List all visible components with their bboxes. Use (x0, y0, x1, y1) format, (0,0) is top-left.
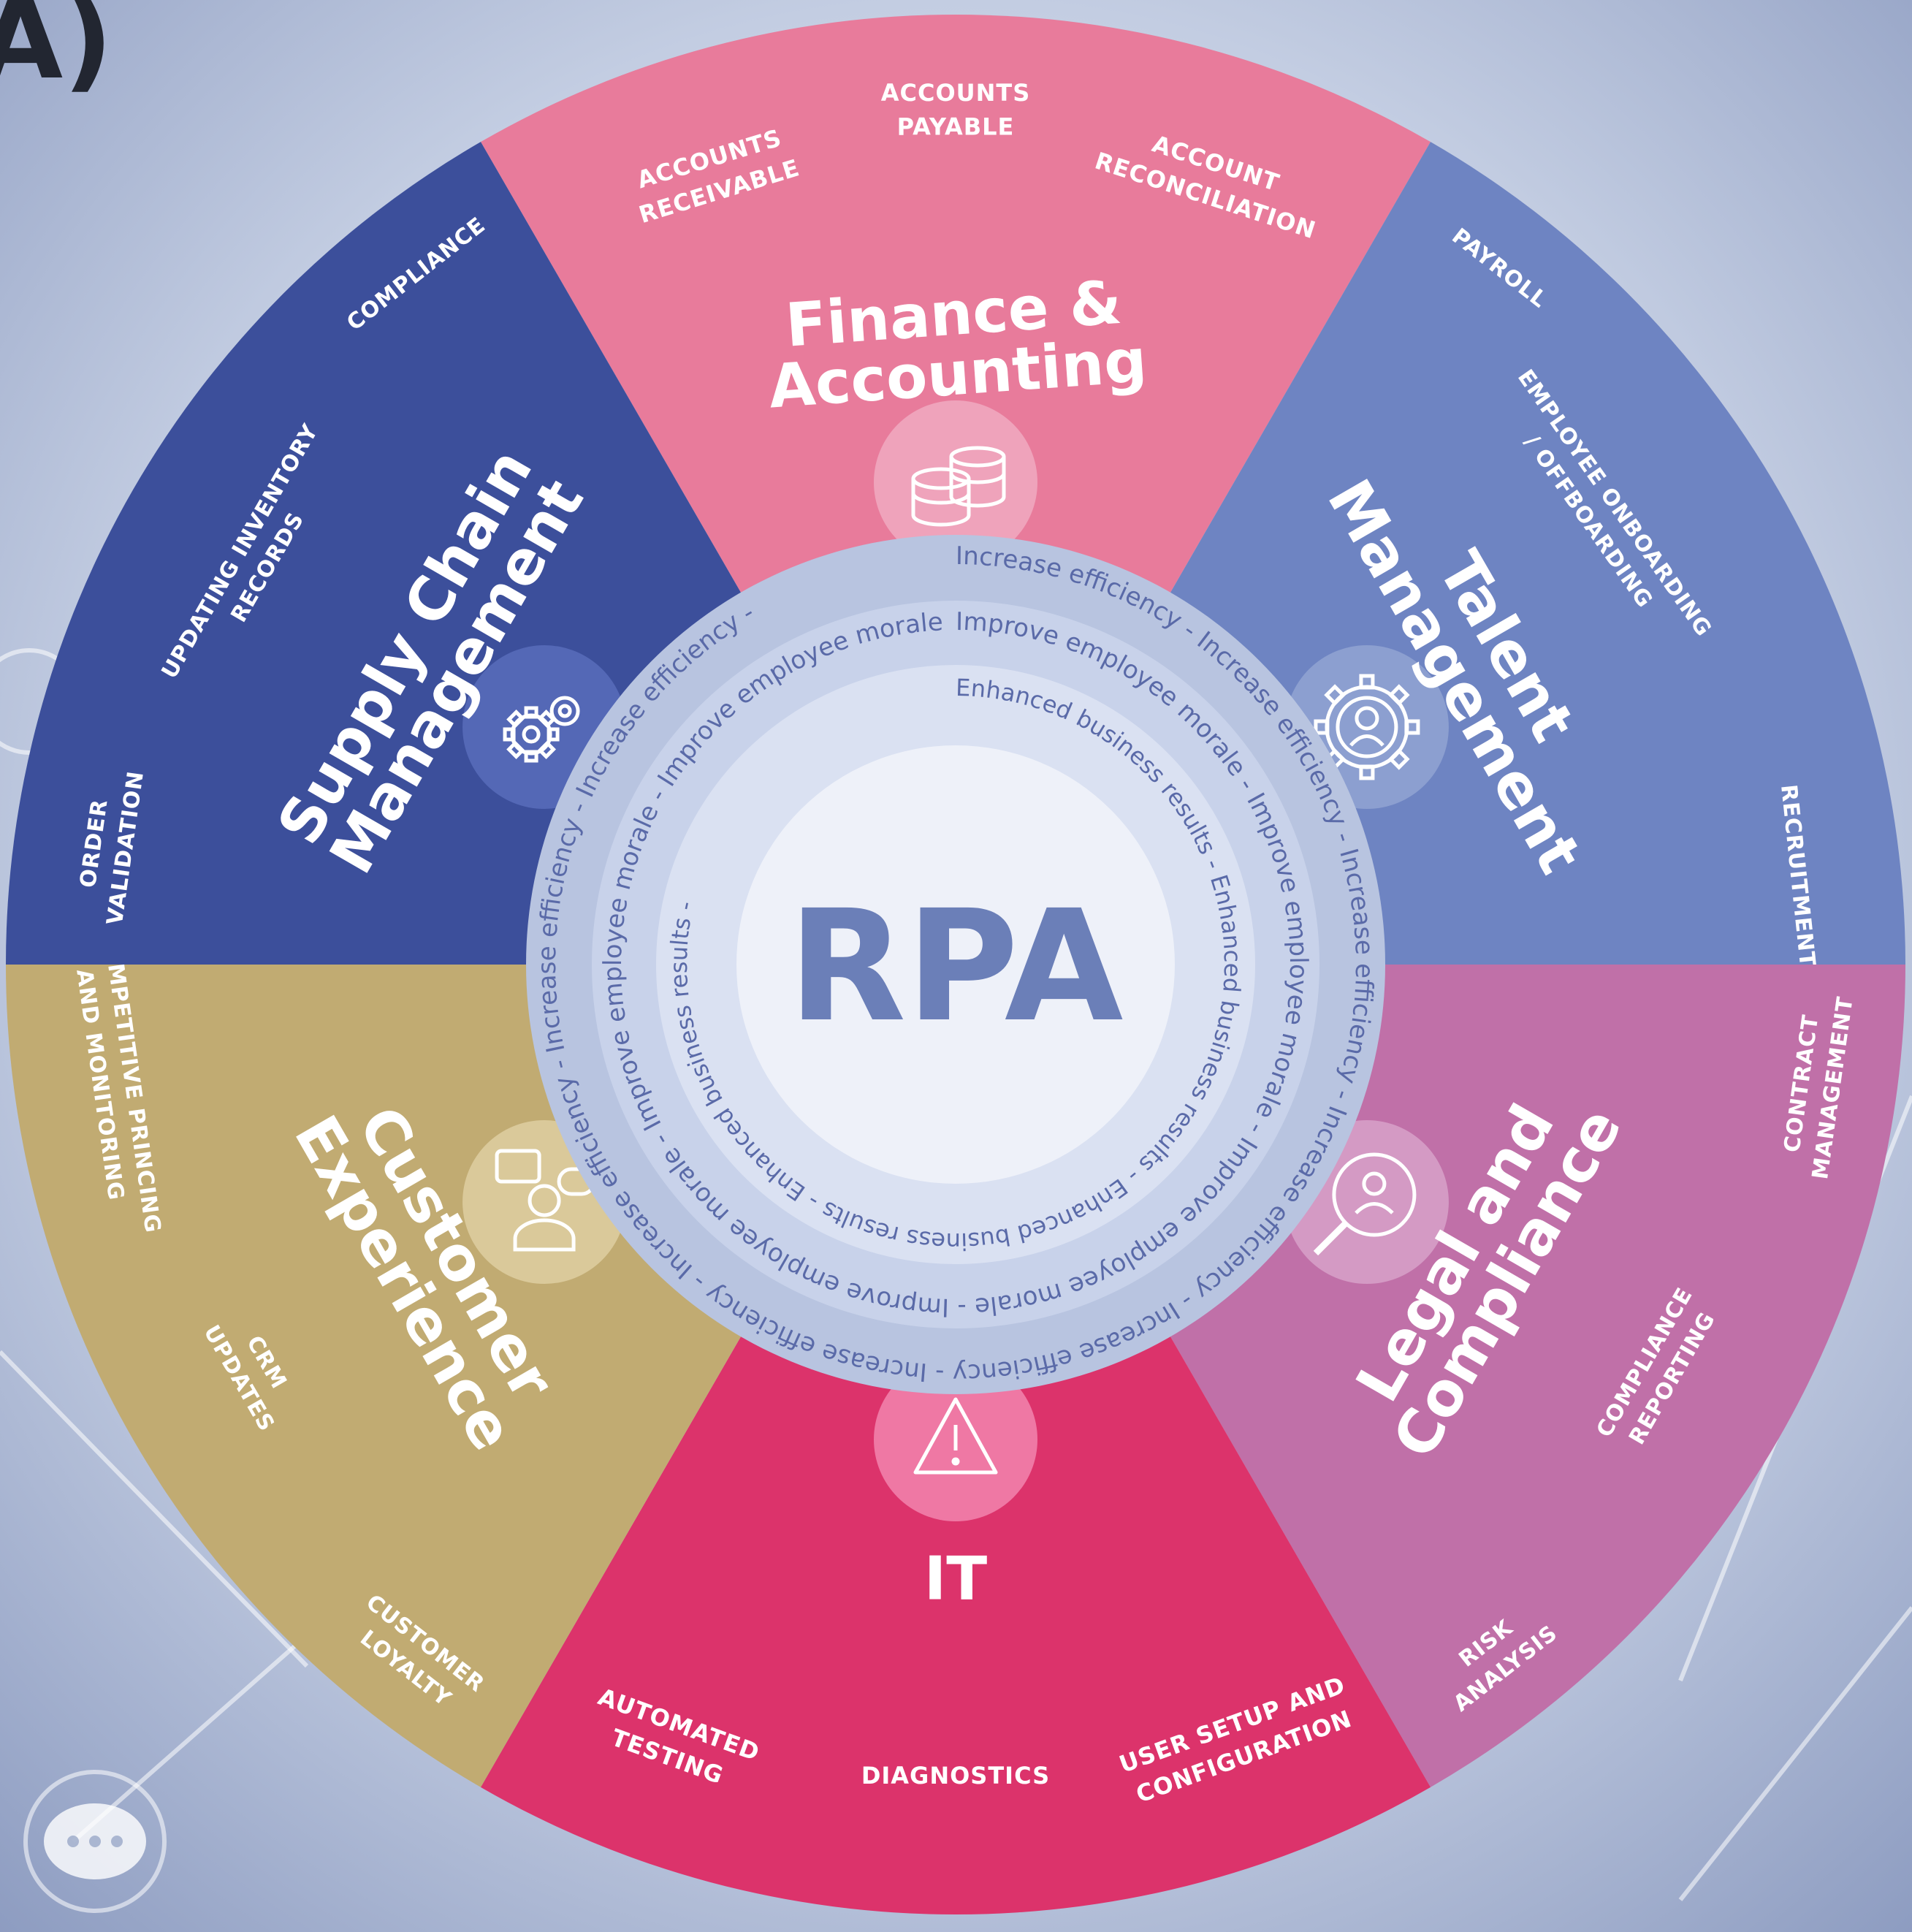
finance-item-line: ACCOUNTS (881, 79, 1031, 107)
it-title: IT (924, 1545, 988, 1614)
finance-item-line: PAYABLE (897, 113, 1015, 140)
finance-item: ACCOUNTS PAYABLE (881, 79, 1031, 140)
warning-triangle-icon (913, 1397, 998, 1475)
center-rpa-label: RPA (788, 877, 1124, 1056)
gears-icon (503, 696, 580, 763)
panel-label: A) (0, 0, 113, 104)
coins-stack-icon (911, 446, 1006, 527)
finance-title: Finance &Accounting (762, 267, 1149, 422)
it-item-line: DIAGNOSTICS (861, 1762, 1050, 1790)
segment-finance: Finance &AccountingACCOUNTSRECEIVABLEACC… (481, 14, 1431, 965)
magnifier-person-icon (1313, 1152, 1417, 1256)
finance-icon-badge (874, 400, 1037, 564)
it-item: DIAGNOSTICS (861, 1762, 1050, 1790)
it-title-line: IT (924, 1545, 988, 1614)
gear-person-icon (1314, 674, 1420, 780)
chat-person-icon (495, 1149, 596, 1252)
chat-bubble-icon (44, 1803, 146, 1879)
